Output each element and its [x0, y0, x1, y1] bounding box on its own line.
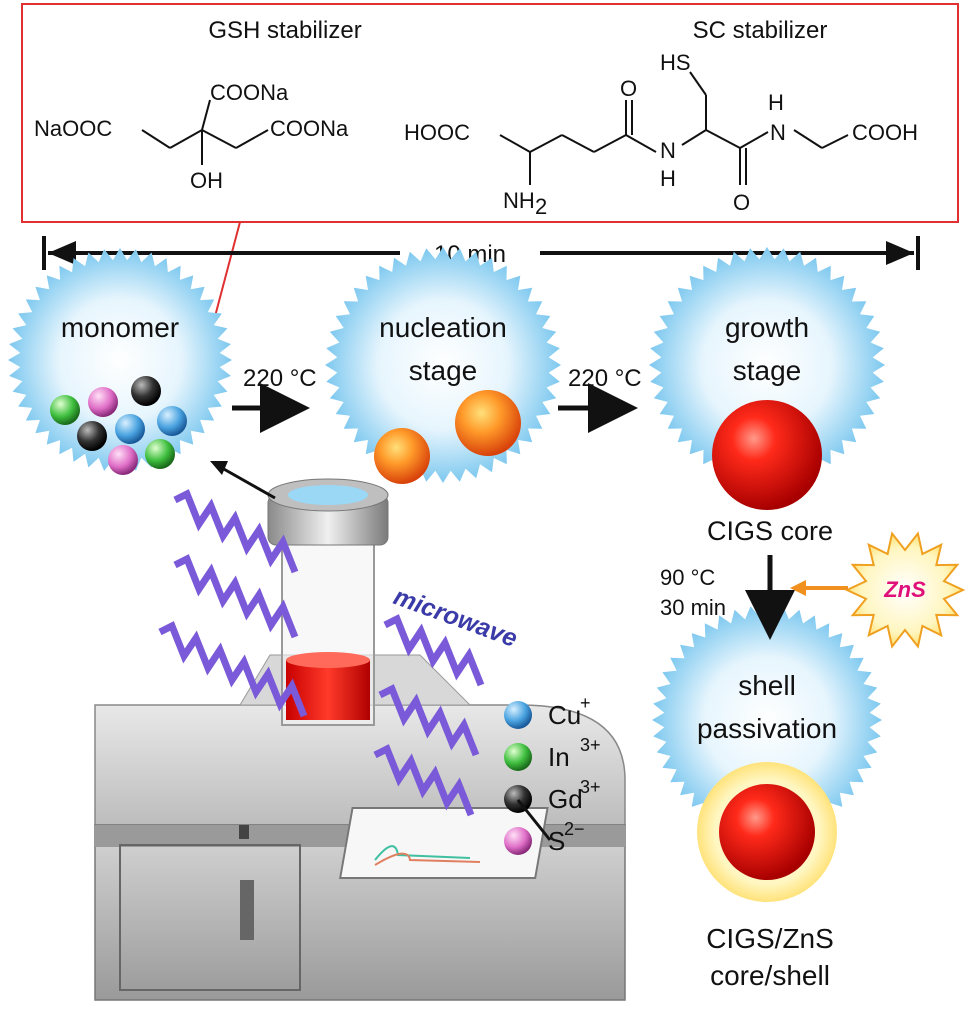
monomer-ball — [131, 376, 161, 406]
sc-molecule — [499, 71, 849, 185]
legend-label-gd: Gd — [548, 784, 583, 814]
stage-burst — [652, 605, 882, 835]
monomer-ball — [77, 421, 107, 451]
microwave-wave — [383, 614, 485, 687]
monomer-ball — [88, 387, 118, 417]
microwave-wave — [158, 621, 308, 718]
monomer-ball — [50, 395, 80, 425]
shell-label-2: passivation — [697, 713, 837, 744]
hs-label: HS — [660, 50, 691, 75]
legend-label-s: S — [548, 826, 565, 856]
h-top-label: H — [768, 90, 784, 115]
stage-burst — [649, 247, 885, 483]
stabilizer-box — [21, 3, 959, 223]
legend-charge-in: 3+ — [580, 735, 601, 755]
growth-label-2: stage — [733, 355, 802, 386]
n-right-label: N — [770, 120, 786, 145]
core-shell-label-1: CIGS/ZnS — [706, 923, 834, 954]
monomer-cluster — [50, 376, 187, 475]
nh2-subscript: 2 — [535, 194, 547, 219]
nh2-label: NH — [503, 188, 535, 213]
gsh-stabilizer-title: GSH stabilizer — [208, 17, 361, 44]
growth-label-1: growth — [725, 312, 809, 343]
cigs-core-in-shell — [719, 784, 815, 880]
legend-charge-cu: + — [580, 693, 591, 713]
legend-ball-s — [504, 827, 532, 855]
monomer-ball — [108, 445, 138, 475]
o1-label: O — [620, 76, 637, 101]
monomer-ball — [145, 439, 175, 469]
legend-label-in: In — [548, 742, 570, 772]
coona-right-label: COONa — [270, 116, 349, 141]
nh-label: N — [660, 138, 676, 163]
legend-ball-cu — [504, 701, 532, 729]
microwave-waves — [158, 489, 485, 817]
coona-top-label: COONa — [210, 80, 289, 105]
small-nucleus — [374, 428, 430, 484]
microwave-wave — [173, 489, 299, 574]
cooh-label: COOH — [852, 120, 918, 145]
monomer-label: monomer — [61, 312, 179, 343]
nucleation-label-1: nucleation — [379, 312, 507, 343]
monomer-ball — [157, 406, 187, 436]
cigs-core-particle — [712, 400, 822, 510]
large-nucleus — [455, 390, 521, 456]
cigs-core-label: CIGS core — [707, 516, 833, 546]
screen-trace — [374, 852, 481, 866]
reactor-screen — [339, 807, 549, 879]
core-shell-label-2: core/shell — [710, 960, 830, 991]
legend-ball-gd — [504, 785, 532, 813]
arrowhead-vial-to-monomer — [210, 461, 228, 475]
legend-label-cu: Cu — [548, 700, 581, 730]
legend-charge-gd: 3+ — [580, 777, 601, 797]
temp1-label: 220 °C — [243, 365, 317, 392]
oh-label: OH — [190, 168, 223, 193]
nucleation-label-2: stage — [409, 355, 478, 386]
naooc-label: NaOOC — [34, 116, 112, 141]
microwave-wave — [378, 684, 480, 757]
hooc-label: HOOC — [404, 120, 470, 145]
reaction-vial — [267, 478, 389, 726]
nh-h-label: H — [660, 166, 676, 191]
legend-charge-s: 2− — [564, 819, 585, 839]
monomer-ball — [115, 414, 145, 444]
shell-temp-label: 90 °C — [660, 565, 715, 590]
microwave-wave — [173, 554, 299, 639]
zns-label: ZnS — [883, 577, 926, 602]
zns-arrowhead — [790, 580, 806, 596]
sc-stabilizer-title: SC stabilizer — [693, 17, 828, 44]
shell-label-1: shell — [738, 670, 796, 701]
o2-label: O — [733, 190, 750, 215]
legend-ball-in — [504, 743, 532, 771]
arrow-vial-to-monomer — [221, 466, 276, 500]
shell-time-label: 30 min — [660, 595, 726, 620]
microwave-wave — [373, 744, 475, 817]
microwave-reactor — [94, 654, 626, 1001]
legend-connector — [516, 799, 552, 841]
gsh-molecule — [141, 99, 269, 165]
temp2-label: 220 °C — [568, 365, 642, 392]
